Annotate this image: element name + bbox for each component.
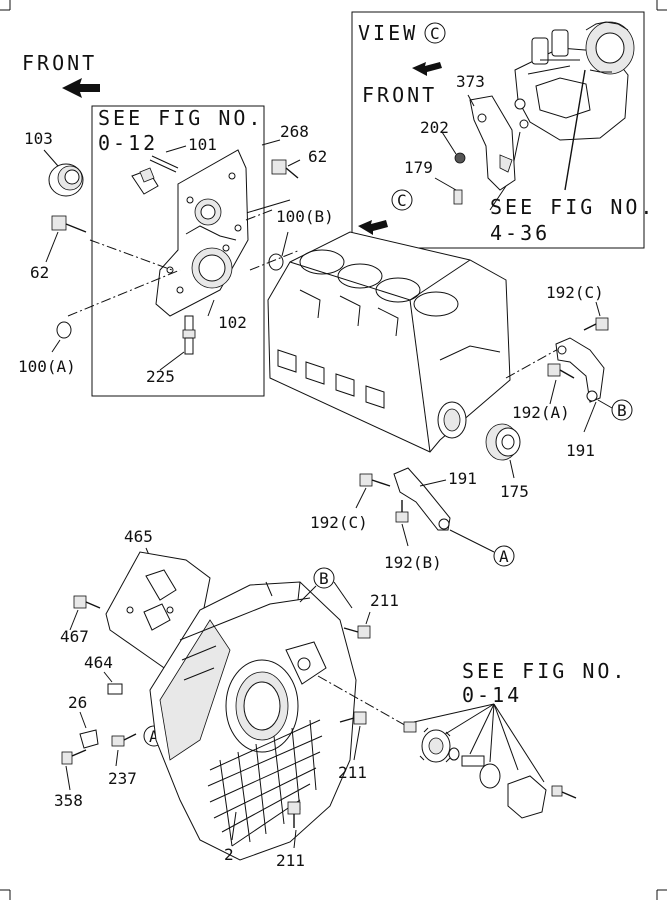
flywheel-housing-drawing — [149, 581, 411, 861]
view-c-see-fig-no: 4-36 — [490, 221, 550, 245]
bolt-358-icon — [61, 749, 87, 791]
c-arrow-icon — [358, 220, 388, 235]
dowel-464-icon — [107, 683, 123, 695]
c-circle-icon — [391, 189, 413, 211]
part-211-top: 211 — [370, 591, 399, 610]
view-c-circle-icon — [424, 22, 446, 44]
front-label-main: FRONT — [22, 51, 97, 75]
part-237: 237 — [108, 769, 137, 788]
view-c-front-arrow-icon — [412, 62, 442, 76]
a-circle-mid-icon — [493, 545, 515, 567]
part-192c-mid: 192(C) — [310, 513, 368, 532]
flywheel-see-fig: SEE FIG NO. — [462, 659, 627, 683]
part-358: 358 — [54, 791, 83, 810]
bolt-192c-top-icon — [583, 301, 609, 331]
view-c-title: VIEW — [358, 21, 418, 45]
bolt-192a-icon — [547, 363, 575, 405]
part-192b: 192(B) — [384, 553, 442, 572]
part-268: 268 — [280, 122, 309, 141]
c-circle-letter: C — [397, 191, 407, 210]
injection-pump-drawing — [489, 21, 635, 211]
bolt-62-right-icon — [271, 159, 301, 179]
part-225: 225 — [146, 367, 175, 386]
bolt-62-left-icon — [45, 215, 87, 263]
flywheel-pto-parts — [403, 703, 577, 819]
bolt-211-top-icon — [343, 611, 371, 639]
part-465: 465 — [124, 527, 153, 546]
stud-225 — [182, 315, 196, 355]
part-202: 202 — [420, 118, 449, 137]
part-211-mid: 211 — [338, 763, 367, 782]
part-464: 464 — [84, 653, 113, 672]
part-179: 179 — [404, 158, 433, 177]
housing-rib-pattern — [207, 719, 323, 847]
bolt-211-bottom-icon — [287, 801, 301, 849]
b-circle-right-letter: B — [617, 401, 627, 420]
nut-202-icon — [454, 152, 466, 164]
part-62-left: 62 — [30, 263, 49, 282]
part-102: 102 — [218, 313, 247, 332]
bolt-192b-icon — [395, 500, 409, 547]
fitting-26-icon — [79, 711, 99, 749]
part-26: 26 — [68, 693, 87, 712]
idler-pulley-175 — [485, 423, 521, 479]
timing-see-fig: SEE FIG NO. — [98, 106, 263, 130]
timing-case-box: SEE FIG NO. 0-12 101 268 62 100(B) 102 2… — [91, 105, 334, 397]
part-103: 103 — [24, 129, 53, 148]
alignment-lines — [67, 209, 301, 317]
part-175: 175 — [500, 482, 529, 501]
bracket-191-right — [555, 337, 605, 403]
b-circle-housing-letter: B — [319, 569, 329, 588]
part-192a: 192(A) — [512, 403, 570, 422]
a-circle-housing-letter: A — [149, 727, 159, 746]
timing-case-plate — [155, 149, 249, 317]
bolt-211-mid-icon — [339, 711, 367, 761]
view-c-circle-letter: C — [430, 24, 440, 43]
seal-103-icon — [43, 149, 84, 197]
part-62-right: 62 — [308, 147, 327, 166]
part-192c-top: 192(C) — [546, 283, 604, 302]
view-c-box: VIEW C FRONT 373 202 179 SEE FIG NO. 4-3… — [351, 11, 655, 249]
bolt-467-icon — [69, 595, 101, 631]
b-circle-housing-icon — [313, 567, 335, 589]
sensor-101 — [131, 155, 179, 195]
front-arrow-icon — [62, 78, 100, 98]
part-100b: 100(B) — [276, 207, 334, 226]
engine-block-drawing — [267, 231, 561, 453]
part-191-mid: 191 — [448, 469, 477, 488]
view-c-front-label: FRONT — [362, 83, 437, 107]
timing-see-fig-no: 0-12 — [98, 131, 158, 155]
bolt-237-icon — [111, 733, 137, 767]
oring-100a-icon — [51, 321, 72, 353]
part-467: 467 — [60, 627, 89, 646]
flywheel-see-fig-no: 0-14 — [462, 683, 522, 707]
part-373: 373 — [456, 72, 485, 91]
part-191-right: 191 — [566, 441, 595, 460]
part-100a: 100(A) — [18, 357, 76, 376]
a-circle-mid-letter: A — [499, 547, 509, 566]
bracket-373-drawing — [434, 94, 516, 205]
part-2: 2 — [224, 845, 234, 864]
b-circle-right-icon — [611, 399, 633, 421]
part-101: 101 — [188, 135, 217, 154]
part-211-bottom: 211 — [276, 851, 305, 870]
bolt-192c-mid-icon — [355, 473, 391, 509]
bracket-191-mid — [393, 467, 451, 531]
view-c-see-fig: SEE FIG NO. — [490, 195, 655, 219]
